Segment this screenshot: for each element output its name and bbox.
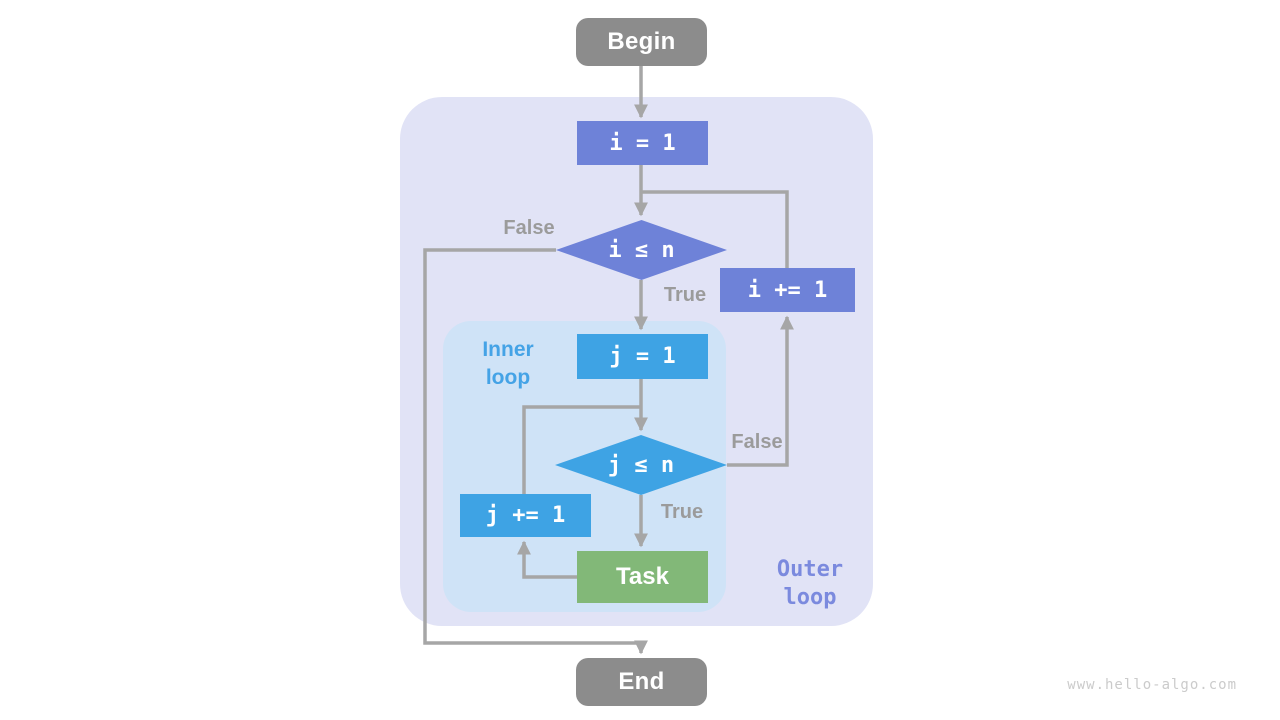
node-incr-i: i += 1 <box>720 268 855 312</box>
edge-label-outer-true: True <box>663 284 707 306</box>
node-init-i: i = 1 <box>577 121 708 165</box>
edge-cond-j-false <box>727 315 794 467</box>
edge-label-inner-true: True <box>660 501 704 523</box>
edge-task-to-incr-j <box>517 540 577 579</box>
inner-loop-label-line2: loop <box>485 366 531 389</box>
inner-loop-label: Inner loop <box>448 336 568 392</box>
edge-cond-i-false-to-end <box>423 248 648 655</box>
outer-loop-label: Outer loop <box>750 556 870 612</box>
edge-label-inner-false: False <box>731 431 783 453</box>
outer-loop-label-line2: loop <box>783 585 837 610</box>
outer-loop-label-line1: Outer <box>776 557 844 582</box>
node-begin: Begin <box>576 18 707 66</box>
node-init-j: j = 1 <box>577 334 708 379</box>
edge-incr-j-return <box>522 405 641 494</box>
node-end: End <box>576 658 707 706</box>
node-task: Task <box>577 551 708 603</box>
inner-loop-label-line1: Inner <box>482 338 534 361</box>
edge-label-outer-false: False <box>503 217 555 239</box>
node-incr-j: j += 1 <box>460 494 591 537</box>
edge-incr-i-return <box>641 190 789 268</box>
site-watermark: www.hello-algo.com <box>1067 677 1237 693</box>
